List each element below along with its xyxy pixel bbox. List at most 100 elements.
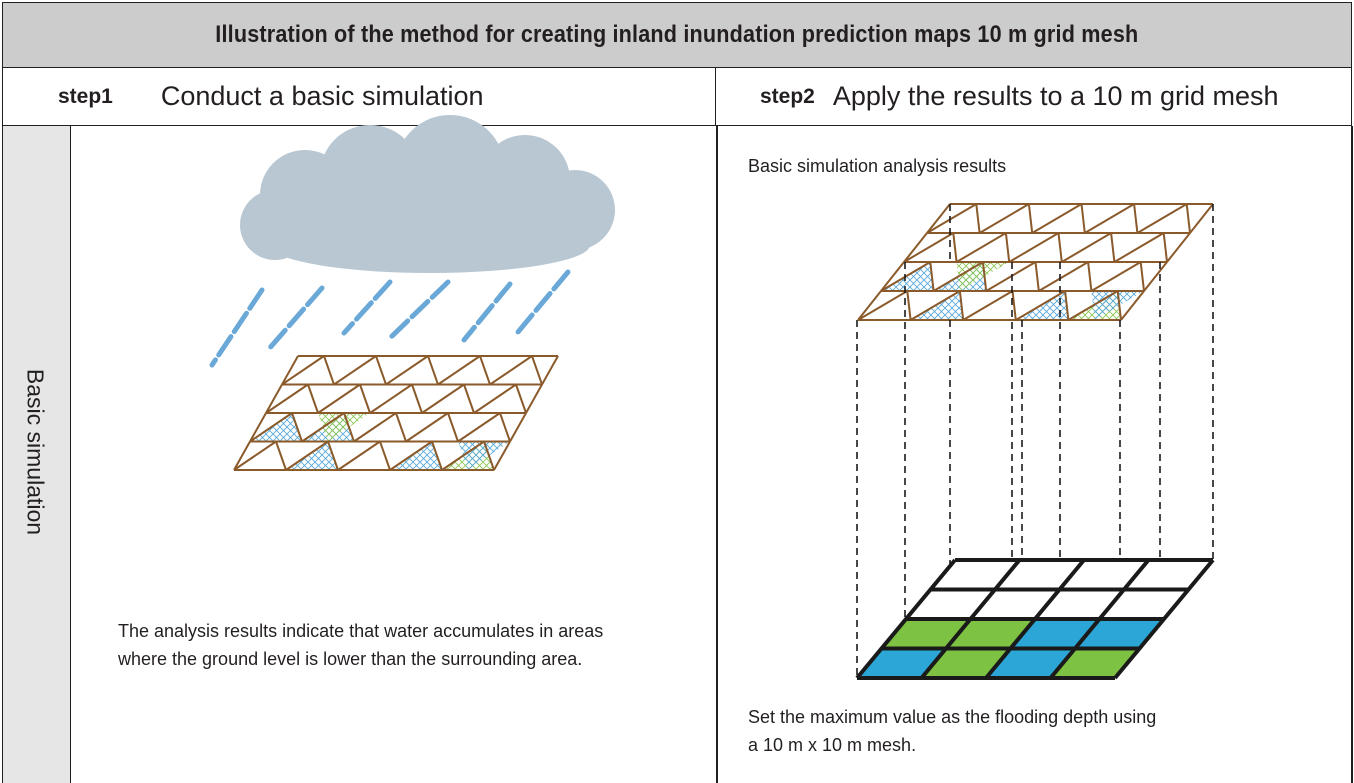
grid-line xyxy=(919,558,1022,680)
grid-cell xyxy=(1075,619,1164,649)
mesh-edge xyxy=(857,290,882,321)
mesh-edge xyxy=(301,412,345,443)
water-hatch xyxy=(250,413,302,442)
mesh-edge xyxy=(317,383,361,414)
grid-cell xyxy=(1059,560,1149,590)
cloud-icon xyxy=(240,115,615,273)
right-border xyxy=(1351,126,1353,783)
right-caption: Set the maximum value as the flooding de… xyxy=(748,703,1156,759)
mesh-edge xyxy=(337,440,381,471)
mesh-edge xyxy=(233,441,251,471)
water-hatch xyxy=(458,441,510,470)
mesh-edge xyxy=(952,232,958,263)
mesh-edge xyxy=(327,441,339,471)
mesh-edge xyxy=(958,290,965,321)
rain-streak xyxy=(265,285,325,353)
mesh-edge xyxy=(1080,203,1086,234)
mesh-edge xyxy=(233,440,277,471)
mesh-edge xyxy=(1185,203,1191,234)
mesh-edge xyxy=(1064,290,1070,321)
grid-cell xyxy=(946,619,1035,649)
mesh-edge xyxy=(880,261,905,292)
mesh-edge xyxy=(1143,261,1168,292)
mesh-edge xyxy=(249,412,293,443)
mesh-edge xyxy=(405,412,449,443)
grid-cell xyxy=(1035,589,1124,619)
mesh-edge xyxy=(857,290,908,321)
mesh-edge xyxy=(929,261,935,292)
diagram-title: Illustration of the method for creating … xyxy=(215,21,1139,48)
grid-cell xyxy=(995,560,1084,590)
rain-streak xyxy=(387,279,451,341)
water-hatch xyxy=(390,441,442,470)
step1-title: Conduct a basic simulation xyxy=(160,81,484,111)
step1-tag: step1 xyxy=(58,84,113,108)
mesh-edge xyxy=(1162,232,1168,263)
grid-line xyxy=(1113,558,1215,680)
right-caption-line2: a 10 m x 10 m mesh. xyxy=(748,735,917,755)
triangular-mesh-right xyxy=(857,203,1214,321)
mesh-edge xyxy=(281,355,299,385)
left-caption-line1: The analysis results indicate that water… xyxy=(118,621,604,641)
water-hatch xyxy=(286,441,338,470)
mesh-edge xyxy=(1057,232,1063,263)
mesh-edge xyxy=(1087,261,1093,292)
rain-streak xyxy=(515,269,571,335)
mesh-edge xyxy=(1139,261,1145,292)
rain-streak xyxy=(461,281,513,343)
mesh-edge xyxy=(385,355,429,386)
mesh-edge xyxy=(509,412,527,442)
mesh-edge xyxy=(1061,232,1112,263)
mesh-edge xyxy=(421,383,465,414)
mesh-edge xyxy=(375,355,387,385)
water-hatch xyxy=(318,413,370,442)
mesh-edge xyxy=(1031,203,1083,234)
mesh-edge xyxy=(473,383,517,414)
grid-cell xyxy=(881,619,971,649)
grid-line xyxy=(984,558,1086,680)
mesh-edge xyxy=(1166,232,1191,263)
mesh-edge xyxy=(981,261,988,292)
rain-streaks xyxy=(209,269,571,368)
right-caption-line1: Set the maximum value as the flooding de… xyxy=(748,707,1157,727)
grid-mesh-10m xyxy=(855,558,1215,680)
mesh-edge xyxy=(447,412,459,442)
grid-cell xyxy=(970,589,1060,619)
mesh-edge xyxy=(281,355,325,386)
step1-header: step1 Conduct a basic simulation xyxy=(2,68,716,126)
step2-title: Apply the results to a 10 m grid mesh xyxy=(832,81,1279,111)
mesh-edge xyxy=(1034,261,1040,292)
grid-cell xyxy=(1050,648,1140,678)
mesh-edge xyxy=(389,440,433,471)
step2-tag: step2 xyxy=(760,84,815,108)
mesh-edge xyxy=(515,384,527,414)
mesh-edge xyxy=(291,412,303,442)
mesh-edge xyxy=(379,441,391,471)
mesh-edge xyxy=(307,384,319,414)
mesh-edge xyxy=(1084,203,1135,234)
mesh-edge xyxy=(265,383,309,414)
mesh-edge xyxy=(962,290,1014,321)
mesh-edge xyxy=(985,261,1037,292)
triangular-mesh-left xyxy=(233,355,559,471)
side-band xyxy=(2,126,71,783)
grid-cell xyxy=(986,648,1075,678)
mesh-edge xyxy=(1133,203,1139,234)
mesh-edge xyxy=(437,355,481,386)
mesh-edge xyxy=(395,412,407,442)
mesh-edge xyxy=(1110,232,1116,263)
mesh-edge xyxy=(541,355,559,385)
grid-cell xyxy=(930,560,1020,590)
mesh-edge xyxy=(323,355,335,385)
mesh-edge xyxy=(1038,261,1089,292)
mesh-edge xyxy=(1067,290,1119,321)
mesh-edge xyxy=(1113,232,1165,263)
column-divider xyxy=(716,126,718,783)
mesh-edge xyxy=(275,441,287,471)
grid-cell xyxy=(1010,619,1100,649)
mesh-edge xyxy=(1027,203,1034,234)
mesh-edge xyxy=(265,384,283,414)
mesh-edge xyxy=(1116,290,1122,321)
mesh-edge xyxy=(441,440,485,471)
